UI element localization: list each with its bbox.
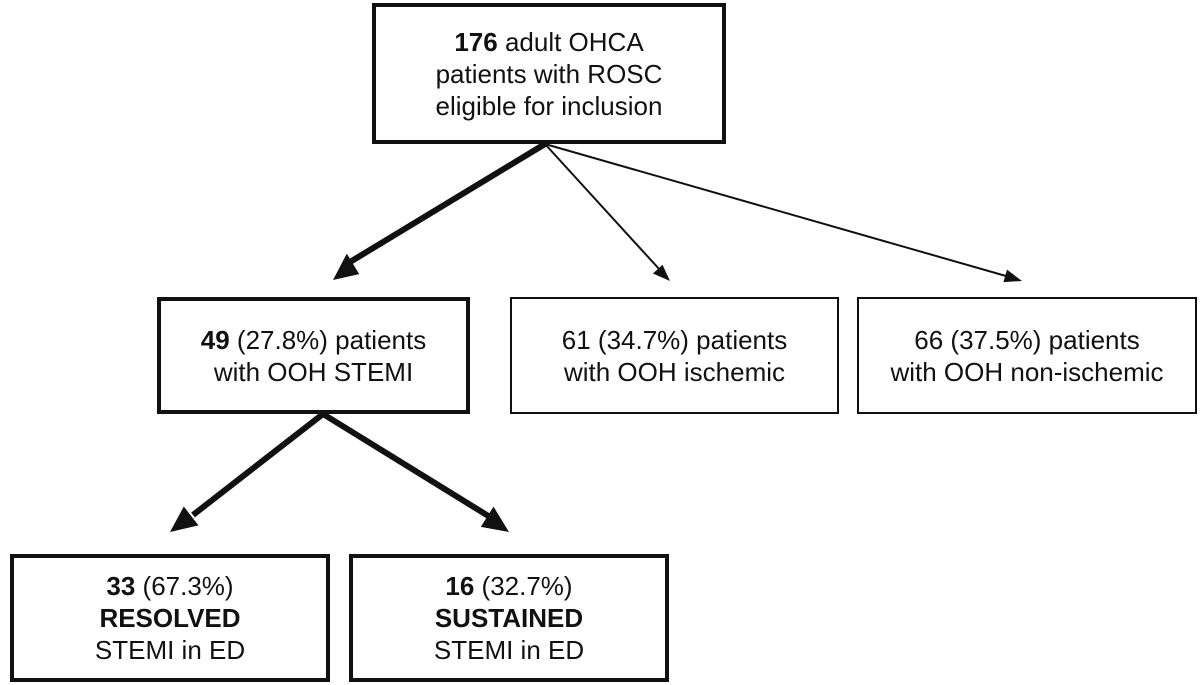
arrowhead-nonischemic — [1003, 269, 1022, 283]
resolved-line-1: 33 (67.3%) — [106, 570, 233, 602]
stemi-line-1-text: (27.8%) patients — [236, 324, 427, 355]
sustained-line-3: STEMI in ED — [433, 635, 585, 665]
root-line-3: eligible for inclusion — [435, 90, 663, 121]
root-count: 176 — [454, 26, 498, 57]
resolved-label: RESOLVED — [99, 603, 241, 633]
resolved-box: 33 (67.3%) RESOLVED STEMI in ED — [10, 554, 330, 682]
non-ischemic-line-2: with OOH non-ischemic — [890, 356, 1164, 387]
stemi-line-1: 49 (27.8%) patients — [201, 324, 426, 356]
stemi-count: 49 — [200, 324, 230, 355]
root-box: 176 adult OHCA patients with ROSC eligib… — [372, 3, 726, 144]
sustained-line-1: 16 (32.7%) — [445, 570, 572, 602]
sustained-box: 16 (32.7%) SUSTAINED STEMI in ED — [349, 554, 669, 682]
root-line-1: 176 adult OHCA — [454, 26, 643, 58]
arrowhead-resolved — [170, 506, 199, 532]
arrow-stemi-to-sustained — [321, 411, 492, 520]
root-line-2: patients with ROSC — [435, 58, 663, 89]
ischemic-line-1: 61 (34.7%) patients — [561, 324, 788, 355]
arrow-root-to-nonischemic — [544, 143, 1007, 277]
arrowhead-sustained — [480, 506, 509, 532]
arrow-root-to-stemi — [348, 141, 547, 265]
ischemic-box: 61 (34.7%) patients with OOH ischemic — [510, 297, 839, 414]
arrow-root-to-ischemic — [544, 143, 661, 271]
sustained-count: 16 — [445, 571, 475, 601]
sustained-pct: (32.7%) — [481, 571, 573, 601]
arrowhead-stemi — [333, 253, 360, 280]
resolved-line-3: STEMI in ED — [94, 635, 246, 665]
arrowhead-ischemic — [652, 264, 670, 281]
stemi-line-2: with OOH STEMI — [213, 356, 414, 387]
arrow-stemi-to-resolved — [191, 411, 325, 518]
non-ischemic-line-1: 66 (37.5%) patients — [914, 324, 1140, 355]
non-ischemic-box: 66 (37.5%) patients with OOH non-ischemi… — [857, 297, 1197, 414]
root-line-1-text: adult OHCA — [504, 26, 644, 57]
ischemic-line-2: with OOH ischemic — [563, 356, 786, 387]
resolved-count: 33 — [106, 571, 136, 601]
stemi-box: 49 (27.8%) patients with OOH STEMI — [157, 297, 470, 414]
resolved-pct: (67.3%) — [142, 571, 234, 601]
sustained-label: SUSTAINED — [434, 603, 584, 633]
